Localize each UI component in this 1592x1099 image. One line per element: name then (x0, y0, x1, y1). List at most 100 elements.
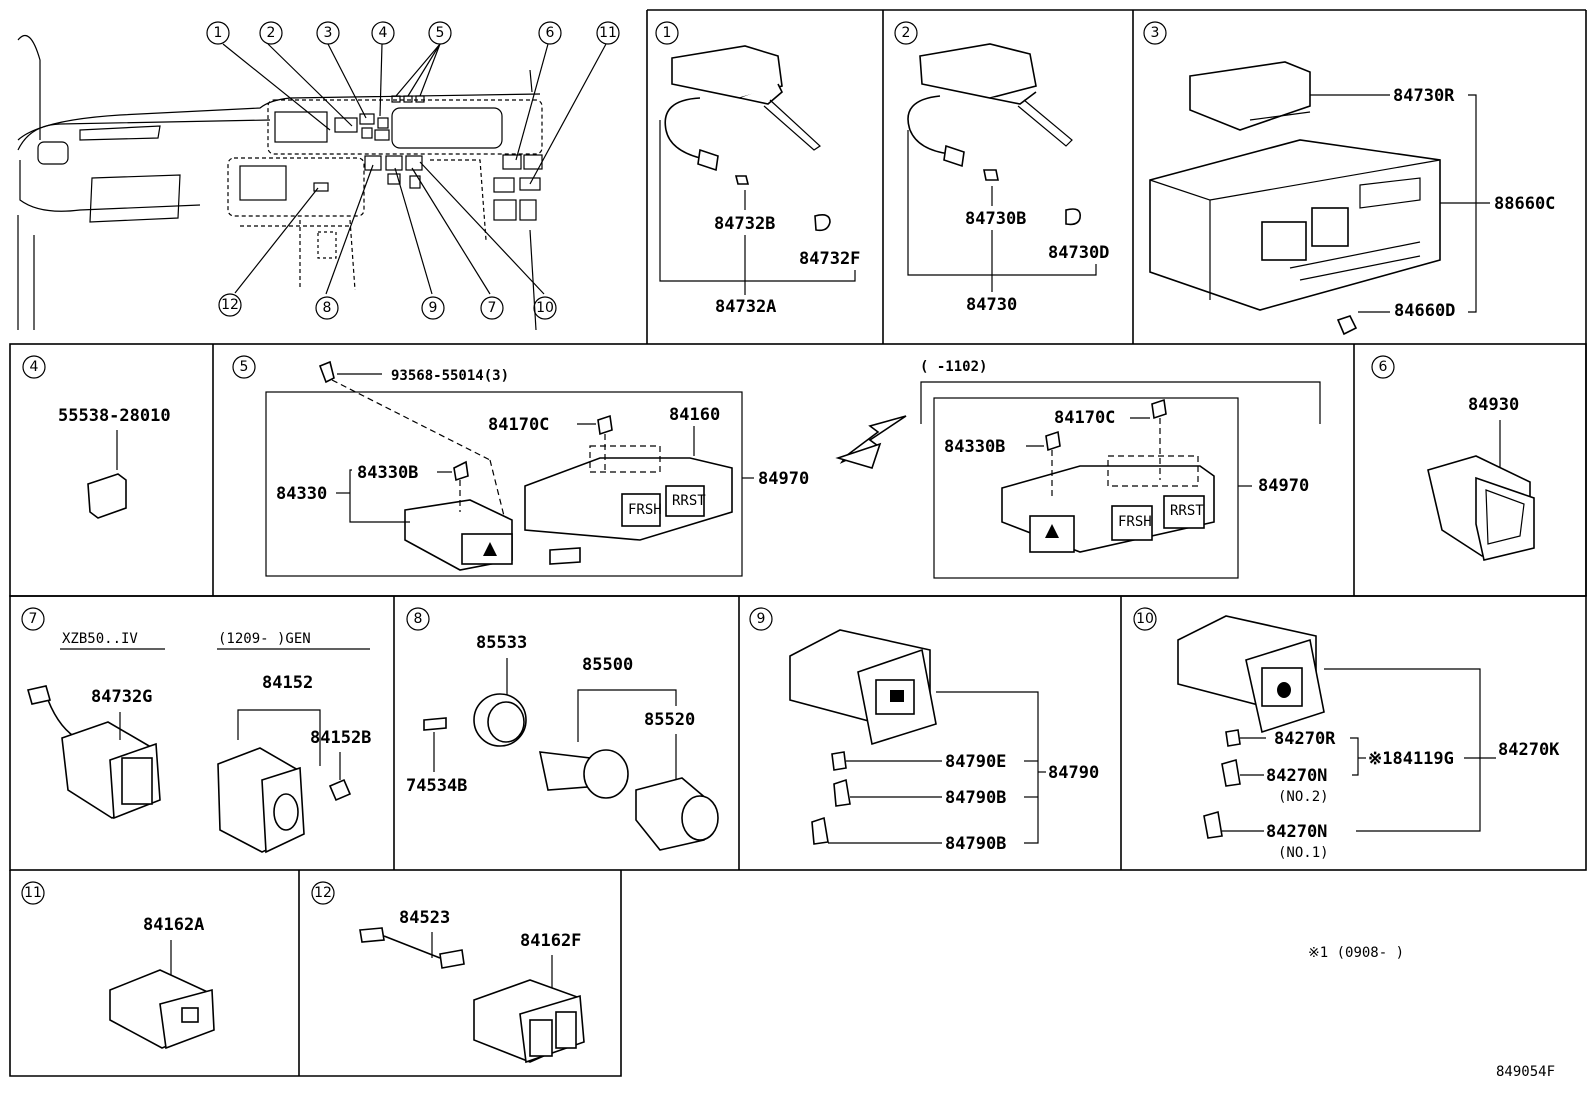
overview-callout-1: 1 (206, 21, 230, 45)
label-84732F: 84732F (799, 249, 860, 269)
panel-8: 8 85533 85500 85520 74534B (406, 607, 719, 851)
overview-callout-11: 11 (596, 21, 620, 45)
svg-text:10: 10 (536, 300, 554, 316)
svg-text:9: 9 (429, 300, 438, 316)
label-84119G: ※184119G (1368, 749, 1454, 769)
svg-text:12: 12 (221, 297, 239, 313)
label-88660C: 88660C (1494, 194, 1555, 214)
label-84730B: 84730B (965, 209, 1026, 229)
label-85500: 85500 (582, 655, 633, 675)
svg-text:1: 1 (214, 25, 223, 41)
label-84730R: 84730R (1393, 86, 1455, 106)
panel-7: 7 XZB50..IV (1209- )GEN 84732G 84152 841… (21, 607, 371, 854)
label-84330: 84330 (276, 484, 327, 504)
label-85533: 85533 (476, 633, 527, 653)
svg-text:RRST: RRST (672, 493, 706, 509)
diagram-code: 849054F (1496, 1064, 1555, 1080)
svg-text:2: 2 (267, 25, 276, 41)
svg-text:1: 1 (663, 25, 672, 41)
overview-callout-6: 6 (538, 21, 562, 45)
label-84170C-right: 84170C (1054, 408, 1115, 428)
svg-text:3: 3 (324, 25, 333, 41)
label-84730D: 84730D (1048, 243, 1109, 263)
label-84732G: 84732G (91, 687, 152, 707)
label-84270N-1: 84270N (1266, 766, 1327, 786)
label-84732B: 84732B (714, 214, 775, 234)
label-84970-right: 84970 (1258, 476, 1309, 496)
panel-1: 1 84732B 84732F 84732A (655, 21, 860, 317)
label-84523: 84523 (399, 908, 450, 928)
label-84162A: 84162A (143, 915, 204, 935)
label-84270K: 84270K (1498, 740, 1560, 760)
label-84270R: 84270R (1274, 729, 1336, 749)
label-84730: 84730 (966, 295, 1017, 315)
panel-11: 11 84162A (21, 881, 215, 1050)
panel-9: 9 84790E 84790B 84790B 84790 (749, 607, 1099, 854)
label-84790B-1: 84790B (945, 788, 1006, 808)
label-84152: 84152 (262, 673, 313, 693)
svg-text:RRST: RRST (1170, 503, 1204, 519)
label-55538-28010: 55538-28010 (58, 406, 171, 426)
overview-callout-8: 8 (315, 296, 339, 320)
svg-text:7: 7 (29, 611, 38, 627)
svg-text:11: 11 (599, 25, 617, 41)
label-85520: 85520 (644, 710, 695, 730)
panel-10: 10 84270R 84270N (NO.2) ※184119G 84270K … (1133, 607, 1560, 861)
label-84732A: 84732A (715, 297, 776, 317)
label-84930: 84930 (1468, 395, 1519, 415)
label-variant-a: XZB50..IV (62, 631, 138, 647)
label-84790E: 84790E (945, 752, 1006, 772)
svg-text:4: 4 (30, 359, 39, 375)
label-84790B-2: 84790B (945, 834, 1006, 854)
label-no2: (NO.2) (1278, 789, 1329, 805)
panel-12: 12 84523 84162F (311, 881, 585, 1064)
panel-5: 5 93568-55014(3) FRSH RRST 84170C 84160 … (232, 355, 1321, 579)
label-84660D: 84660D (1394, 301, 1455, 321)
panel-2: 2 84730B 84730D 84730 (894, 21, 1109, 315)
svg-text:5: 5 (240, 359, 249, 375)
svg-text:8: 8 (414, 611, 423, 627)
svg-text:FRSH: FRSH (1118, 514, 1152, 530)
svg-text:4: 4 (379, 25, 388, 41)
overview-callout-3: 3 (316, 21, 340, 45)
label-74534B: 74534B (406, 776, 467, 796)
svg-text:6: 6 (1379, 359, 1388, 375)
label-84970-left: 84970 (758, 469, 809, 489)
label-84270N-2: 84270N (1266, 822, 1327, 842)
label-84790: 84790 (1048, 763, 1099, 783)
svg-text:5: 5 (436, 25, 445, 41)
label-84162F: 84162F (520, 931, 581, 951)
svg-text:11: 11 (24, 885, 42, 901)
svg-text:12: 12 (314, 885, 332, 901)
svg-text:10: 10 (1136, 611, 1154, 627)
svg-text:6: 6 (546, 25, 555, 41)
overview-callout-4: 4 (371, 21, 395, 45)
overview-callout-7: 7 (480, 296, 504, 320)
label-84330B-right: 84330B (944, 437, 1005, 457)
label-no1: (NO.1) (1278, 845, 1329, 861)
overview-callout-12: 12 (218, 293, 242, 317)
panel-6: 6 84930 (1371, 355, 1535, 561)
label-84170C: 84170C (488, 415, 549, 435)
label-variant-b: (1209- )GEN (218, 631, 311, 647)
dashboard-overview: 1 2 3 4 5 6 11 12 8 9 7 10 (17, 21, 620, 331)
overview-callout-5: 5 (428, 21, 452, 45)
overview-callout-10: 10 (533, 296, 557, 320)
svg-text:3: 3 (1151, 25, 1160, 41)
panel-3: 3 84730R 88660C 84660D (1143, 21, 1555, 336)
label-screw: 93568-55014(3) (391, 368, 509, 384)
overview-callout-2: 2 (259, 21, 283, 45)
svg-text:FRSH: FRSH (628, 502, 662, 518)
label-84160: 84160 (669, 405, 720, 425)
svg-text:2: 2 (902, 25, 911, 41)
panel-4: 4 55538-28010 (22, 355, 171, 519)
grid-borders (9, 9, 1587, 1077)
footnote: ※1 (0908- ) (1308, 945, 1404, 961)
label-range: ( -1102) (920, 359, 987, 375)
overview-callout-9: 9 (421, 296, 445, 320)
label-84152B: 84152B (310, 728, 371, 748)
label-84330B: 84330B (357, 463, 418, 483)
svg-text:7: 7 (488, 300, 497, 316)
svg-text:9: 9 (757, 611, 766, 627)
